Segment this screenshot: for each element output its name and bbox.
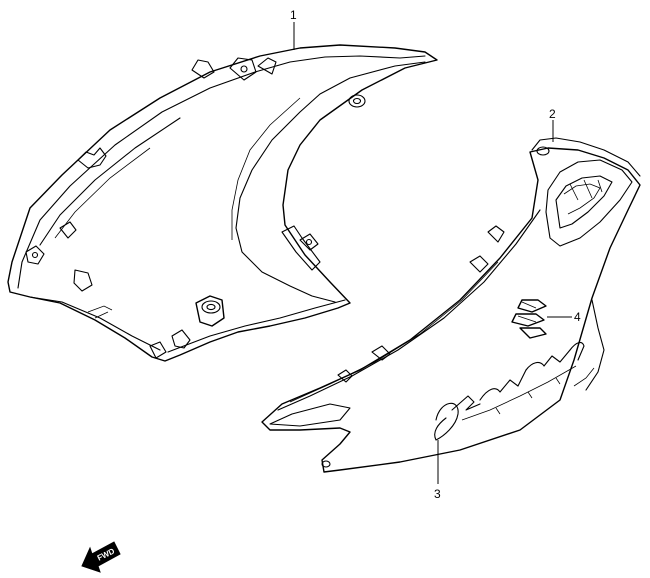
callout-1: 1	[290, 8, 297, 22]
frame-cover-left	[7, 44, 438, 362]
side-cover-right	[261, 137, 641, 473]
callout-2: 2	[549, 107, 556, 121]
callout-4: 4	[574, 310, 581, 324]
emblem	[511, 299, 547, 339]
callout-3: 3	[434, 487, 441, 501]
script-emblem	[434, 341, 585, 441]
fwd-arrow-icon: FWD	[81, 541, 121, 573]
